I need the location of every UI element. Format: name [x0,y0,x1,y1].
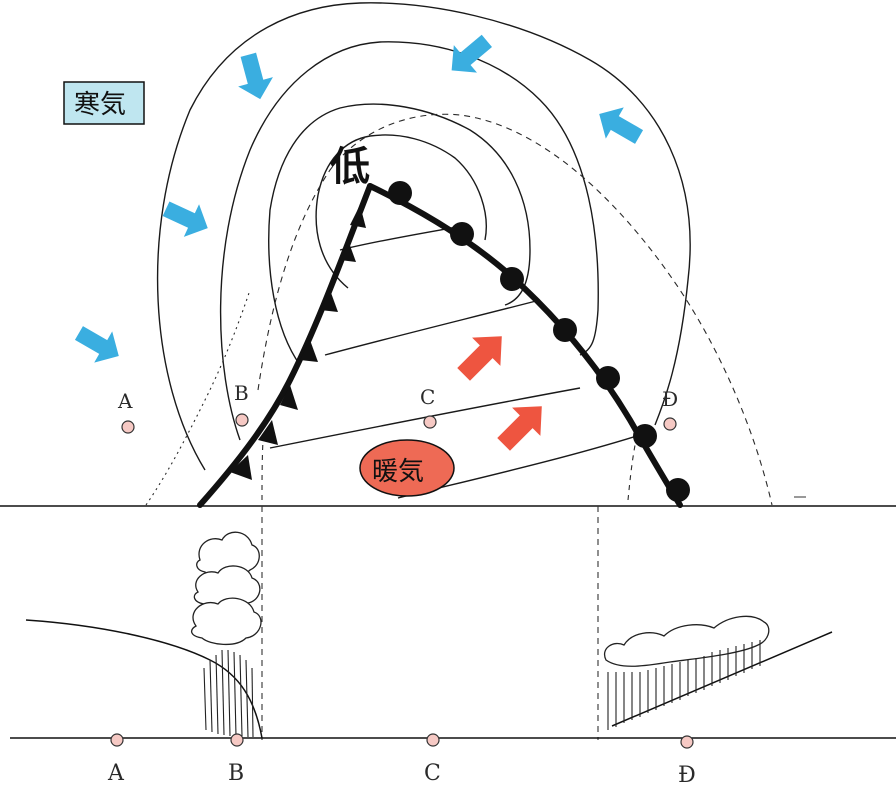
section-point-a: A [107,734,125,786]
section-point-d: Ð [678,736,696,788]
cold-arrow-icon [590,98,648,152]
section-point-b: B [228,734,244,786]
warm-front-bump [450,222,474,246]
cold-front-line [200,186,370,505]
section-points: A B C Ð [107,734,696,788]
cold-arrow-icon [158,192,215,244]
section-point-a-label: A [107,761,125,786]
section-point-c: C [424,734,441,786]
section-point-d-label: Ð [678,763,696,788]
map-point-b-marker [236,414,248,426]
map-point-b-label: B [234,381,249,405]
map-point-a-label: A [117,389,133,413]
map-point-d: Ð [662,387,678,430]
warm-front-bump [666,478,690,502]
section-point-a-marker [111,734,123,746]
section-point-b-marker [231,734,243,746]
dashed-right-inner [628,440,636,500]
warm-front-bump [388,181,412,205]
map-point-d-marker [664,418,676,430]
map-point-a-marker [122,421,134,433]
section-point-b-label: B [228,761,244,786]
warm-front-bump [500,267,524,291]
warm-sector-isobar-2 [325,300,540,355]
map-points: A B C Ð [117,381,678,433]
warm-front-bump [553,318,577,342]
warm-front-bump [596,366,620,390]
heavy-rain-hatching [204,650,253,737]
warm-arrow-icon [489,392,555,458]
cold-air-box: 寒気 [64,82,144,124]
warm-front-bump [633,424,657,448]
dashed-lines [146,114,772,505]
cold-arrow-icon [70,317,128,371]
warm-air-badge: 暖気 [360,440,454,496]
map-point-a: A [117,389,134,433]
warm-air-arrows [449,322,555,458]
isobar-second [221,42,599,440]
cold-front [200,186,370,505]
warm-air-label: 暖気 [372,457,424,487]
cold-air-label: 寒気 [74,90,126,120]
section-point-d-marker [681,736,693,748]
map-point-c-label: C [420,385,435,409]
map-point-b: B [234,381,249,426]
cumulonimbus-cloud-icon [192,532,261,644]
map-point-d-label: Ð [662,387,678,411]
section-point-c-label: C [424,761,441,786]
dashed-left-inner [262,440,263,500]
cold-arrow-icon [440,27,498,84]
map-point-c: C [420,385,436,428]
cross-section [10,532,896,738]
isobar-third [269,104,530,365]
low-pressure-label: 低 [330,144,370,190]
map-point-c-marker [424,416,436,428]
section-point-c-marker [427,734,439,746]
cold-arrow-icon [231,50,278,104]
warm-arrow-icon [449,322,515,388]
